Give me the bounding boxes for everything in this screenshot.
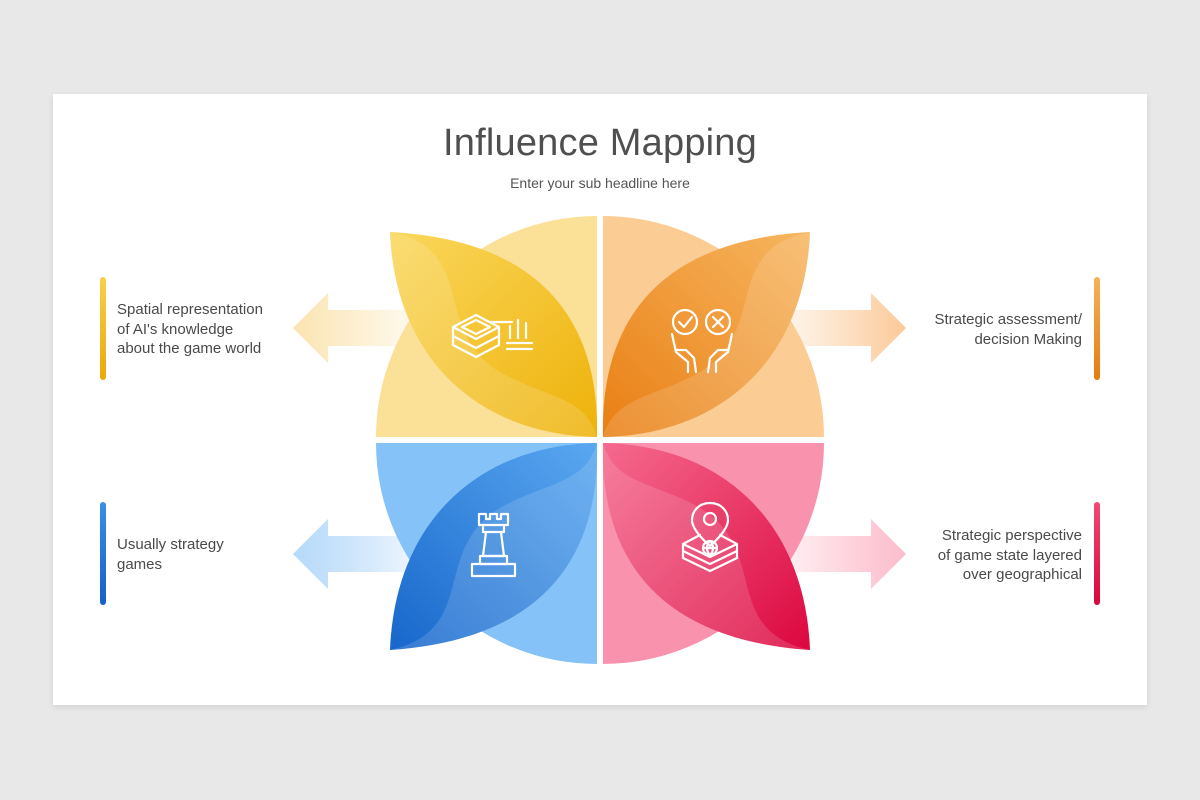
arrow-bottom-right [785,519,906,589]
text-line: Strategic perspective [941,527,1082,544]
text-line: of game state layered [937,546,1082,564]
page-title: Influence Mapping [443,122,757,164]
chess-rook-icon [470,512,517,578]
map-pin-layers-icon [681,501,739,573]
accent-bar-bottom-right [1094,502,1100,605]
text-line: decision Making [974,330,1082,348]
text-line: of AI's knowledge [117,320,234,338]
text-bottom-left: Usually strategy games [117,535,317,574]
accent-bar-top-right [1094,277,1100,380]
text-line: Usually strategy [117,536,224,553]
arrow-top-left [293,293,415,363]
page-subtitle: Enter your sub headline here [510,175,690,191]
leaf-top-left [390,232,598,437]
slide-canvas [53,94,1147,705]
leaf-top-right [602,232,810,437]
hands-decision-icon [670,308,734,374]
accent-bar-top-left [100,277,106,380]
arrow-top-right [785,293,906,363]
accent-bar-bottom-left [100,502,106,605]
text-top-left: Spatial representation of AI's knowledge… [117,300,317,359]
leaf-bottom-left [390,443,598,650]
text-bottom-right: Strategic perspective of game state laye… [882,526,1082,585]
text-line: Strategic assessment/ [934,311,1082,328]
layers-chart-icon [451,313,534,359]
arrow-bottom-left [293,519,415,589]
text-line: Spatial representation [117,301,263,318]
text-top-right: Strategic assessment/ decision Making [882,310,1082,349]
text-line: over geographical [962,566,1082,583]
text-line: about the game world [117,340,262,357]
text-line: games [117,555,163,573]
